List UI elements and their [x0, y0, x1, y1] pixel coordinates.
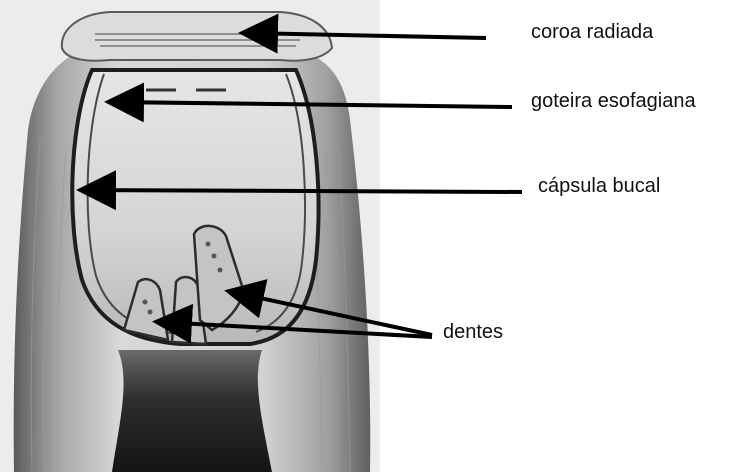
corona-radiata — [62, 12, 332, 61]
label-capsula-bucal: cápsula bucal — [538, 176, 660, 196]
label-coroa-radiada: coroa radiada — [531, 22, 653, 42]
label-goteira-esofagiana: goteira esofagiana — [531, 91, 696, 111]
esophagus — [112, 350, 272, 472]
label-dentes: dentes — [443, 322, 503, 342]
arrow-capsula-bucal — [84, 190, 522, 192]
